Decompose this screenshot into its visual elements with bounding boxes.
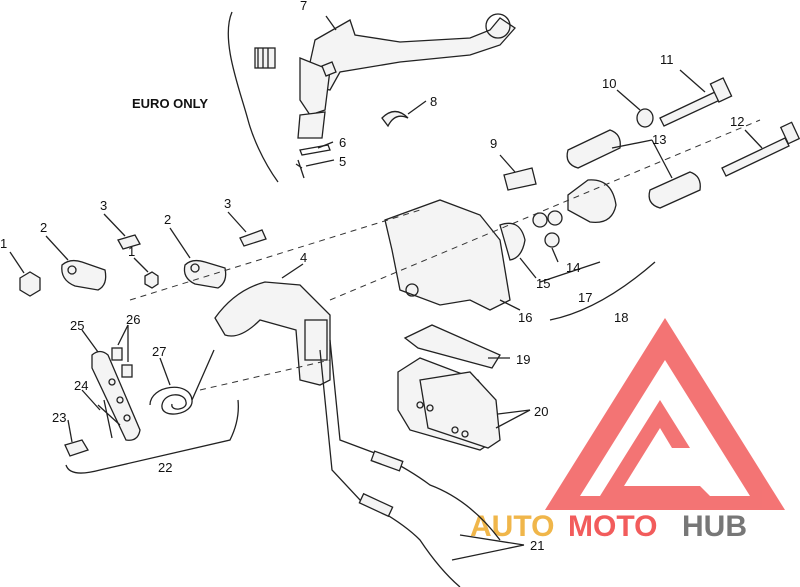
lever-pad-part [381,110,409,128]
lever-plate [91,350,141,441]
callout-12: 12 [730,114,744,129]
washer-part [636,108,654,128]
mounting-bracket [214,281,331,386]
callout-11: 11 [660,52,674,67]
pin-part [299,144,331,156]
actuator-cam [567,179,617,224]
logo-mark [600,400,710,496]
group-22-bracket [65,399,239,474]
callout-23: 23 [52,410,66,425]
clip-part [97,399,121,439]
adjuster-knob [254,47,276,69]
callout-3a: 3 [100,198,107,213]
callout-1: 1 [0,236,7,251]
small-nut-part [144,271,159,289]
link-plate-left [61,259,107,291]
group-18-bracket [549,261,656,321]
brake-lever [254,13,516,139]
callout-1b: 1 [128,244,135,259]
torsion-spring [149,349,215,415]
callout-5: 5 [339,154,346,169]
spacer-lower [648,171,701,209]
callout-2b: 2 [164,212,171,227]
watermark-moto: MOTO [568,510,657,543]
callout-2a: 2 [40,220,47,235]
callout-14: 14 [566,260,580,275]
callout-17: 17 [578,290,592,305]
brake-piston-part [499,222,526,261]
link-plate-right [183,259,227,289]
spring-pin-part [295,159,305,179]
automotohub-logo [545,318,785,510]
small-bolt-part [64,439,89,457]
lever-mount [297,111,326,139]
brake-pad-inner [419,371,501,449]
callout-7: 7 [300,0,307,13]
callout-6: 6 [339,135,346,150]
euro-bracket [227,11,279,183]
leader-lines [9,15,763,561]
callout-21: 21 [530,538,544,553]
caliper-body [384,199,511,311]
callout-3b: 3 [224,196,231,211]
ball-part-a [532,212,548,228]
spacer-upper [566,129,621,169]
bolt-right [239,229,267,247]
callout-18: 18 [614,310,628,325]
shim-plate [403,324,501,369]
callout-10: 10 [602,76,616,91]
nut-part [19,271,41,297]
watermark-auto: AUTO [470,510,554,543]
callout-20: 20 [534,404,548,419]
ball-part-b [547,210,563,226]
callout-numbers: 1 2 3 1 2 3 4 5 6 7 8 9 10 11 12 13 14 1… [0,0,744,553]
callout-15: 15 [536,276,550,291]
callout-9: 9 [490,136,497,151]
watermark-text: AUTO MOTO HUB [470,510,747,543]
pin-lower [121,364,133,378]
pin-upper [111,347,123,361]
callout-8: 8 [430,94,437,109]
callout-24: 24 [74,378,88,393]
callout-22: 22 [158,460,172,475]
callout-26: 26 [126,312,140,327]
bolt-left [117,234,141,250]
callout-19: 19 [516,352,530,367]
ball-part-c [544,232,560,248]
callout-13: 13 [652,132,666,147]
long-bolt-lower [721,137,790,177]
long-bolt-upper [659,91,721,127]
callout-25: 25 [70,318,84,333]
euro-only-label: EURO ONLY [132,96,208,111]
watermark-hub: HUB [682,510,747,543]
group-17-bracket [539,261,601,283]
callout-4: 4 [300,250,307,265]
callout-16: 16 [518,310,532,325]
bracket-slots [304,319,328,361]
callout-27: 27 [152,344,166,359]
small-plate-part [503,167,537,191]
